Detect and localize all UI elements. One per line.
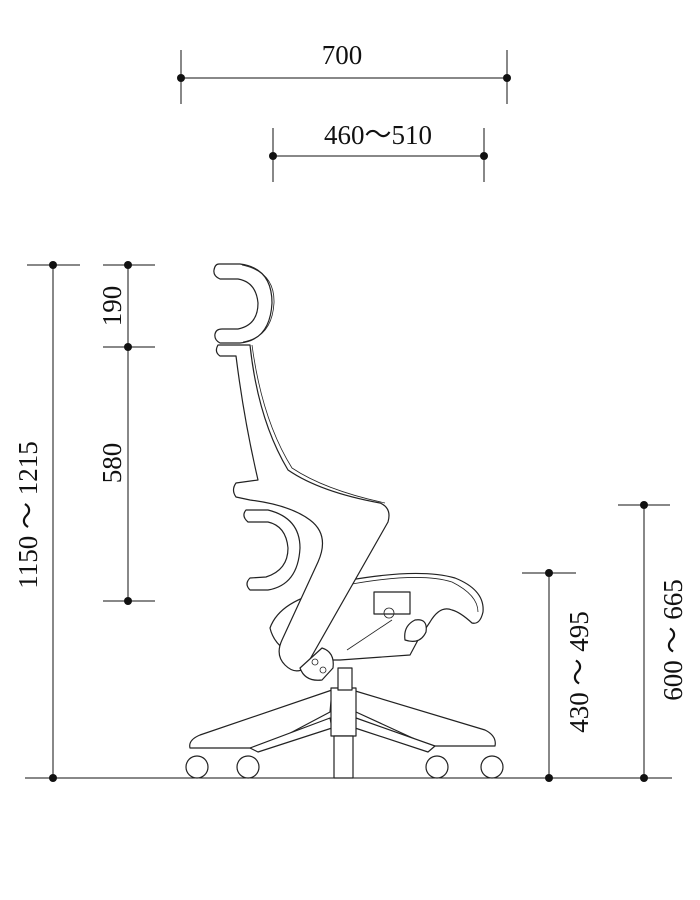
base-hub bbox=[330, 687, 357, 737]
dimension-seat-height: 430 ～ 495 bbox=[522, 569, 594, 782]
backrest-height-label: 580 bbox=[97, 443, 127, 484]
seat-mechanism bbox=[373, 591, 411, 615]
headrest-height-label: 190 bbox=[97, 286, 127, 327]
wheel bbox=[425, 755, 449, 779]
backrest-frame bbox=[215, 344, 390, 672]
wheel bbox=[480, 755, 504, 779]
armrest-height-label: 600 ～ 665 bbox=[658, 579, 688, 701]
wheel bbox=[236, 755, 260, 779]
dimension-seat-depth: 460～510 bbox=[269, 120, 488, 182]
headrest bbox=[213, 263, 273, 344]
base-front-leg bbox=[333, 735, 354, 779]
base-leg-right bbox=[351, 689, 496, 747]
overall-height-label: 1150 ～ 1215 bbox=[13, 441, 43, 589]
seat-height-label: 430 ～ 495 bbox=[564, 611, 594, 733]
base-leg-left bbox=[189, 689, 333, 749]
lumbar-support bbox=[243, 509, 301, 591]
seat-depth-label: 460～510 bbox=[324, 120, 432, 150]
dimension-overall-depth: 700 bbox=[177, 40, 511, 104]
gas-cylinder bbox=[337, 667, 353, 691]
wheel bbox=[185, 755, 209, 779]
dimension-armrest-height: 600 ～ 665 bbox=[618, 501, 688, 782]
dimension-overall-height: 1150 ～ 1215 bbox=[13, 261, 80, 782]
overall-depth-label: 700 bbox=[322, 40, 363, 70]
chair-side-view bbox=[185, 263, 504, 779]
seat-lever bbox=[404, 619, 427, 642]
dimension-back-heights: 190 580 bbox=[97, 261, 155, 605]
